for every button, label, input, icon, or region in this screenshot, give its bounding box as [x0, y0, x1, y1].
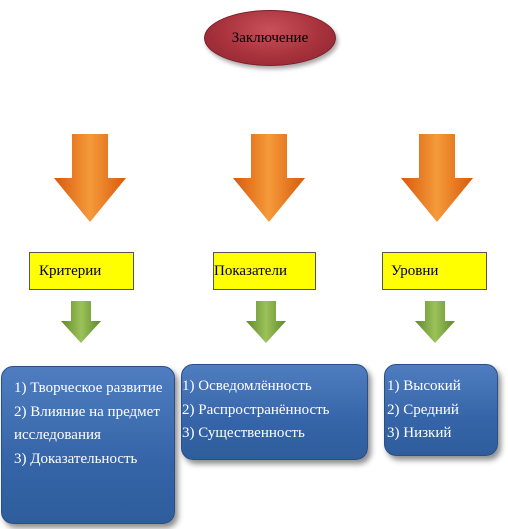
down-arrow-green-icon [246, 301, 286, 343]
label-indicators: Показатели [213, 252, 316, 290]
list-indicators: 1) Осведомлённость 2) Распространённость… [181, 364, 368, 460]
list-item-text: 2) Средний [387, 401, 459, 418]
label-indicators-text: Показатели [214, 262, 287, 279]
list-item-text: 3) Доказательность [14, 450, 138, 467]
list-item: 3) Существенность [182, 422, 363, 446]
list-item: 3) Низкий [387, 422, 493, 446]
down-arrow-orange-icon [54, 134, 126, 222]
list-item-text: 1) Высокий [387, 378, 461, 394]
down-arrow-green-icon [415, 301, 455, 343]
label-levels-text: Уровни [391, 262, 439, 279]
list-item-text: 2) Распространённость [182, 401, 330, 418]
list-item-text: 2) Влияние на предмет исследования [14, 403, 160, 444]
list-levels: 1) Высокий 2) Средний 3) Низкий [384, 364, 498, 456]
list-item-text: 3) Низкий [387, 425, 452, 441]
down-arrow-orange-icon [233, 134, 305, 222]
label-criteria-text: Критерии [39, 262, 102, 279]
label-levels: Уровни [382, 252, 487, 290]
title-oval: Заключение [204, 10, 336, 66]
title-text: Заключение [231, 29, 309, 46]
list-item: 2) Средний [387, 399, 493, 423]
list-item: 1) Творческое развитие [14, 377, 168, 401]
down-arrow-green-icon [61, 301, 101, 343]
list-item: 3) Доказательность [14, 448, 168, 472]
list-item: 2) Распространённость [182, 399, 363, 423]
list-item-text: 3) Существенность [182, 425, 305, 441]
list-item: 2) Влияние на предмет исследования [14, 401, 168, 448]
list-item-text: 1) Творческое развитие [14, 380, 163, 396]
list-item-text: 1) Осведомлённость [182, 378, 312, 394]
list-criteria: 1) Творческое развитие 2) Влияние на пре… [1, 366, 175, 524]
label-criteria: Критерии [29, 252, 134, 290]
list-item: 1) Высокий [387, 375, 493, 399]
list-item: 1) Осведомлённость [182, 375, 363, 399]
down-arrow-orange-icon [401, 134, 473, 222]
